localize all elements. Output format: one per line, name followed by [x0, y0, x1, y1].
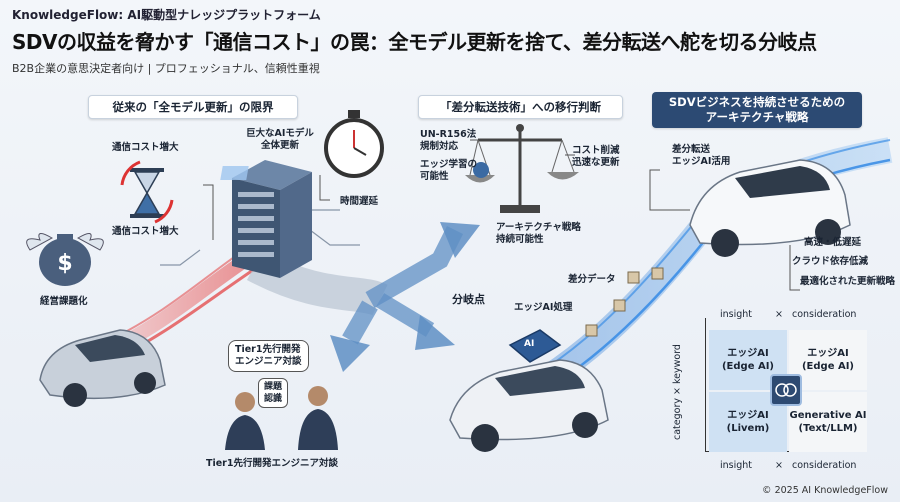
brain-chip-icon: [770, 374, 802, 406]
section-title-left: 従来の「全モデル更新」の限界: [88, 95, 298, 119]
page-subtitle: B2B企業の意思決定者向け | プロフェッショナル、信頼性重視: [12, 62, 320, 75]
matrix-top-axis-x: ×: [775, 309, 783, 320]
branch-point-label: 分岐点: [452, 293, 485, 306]
matrix-grid: エッジAI (Edge AI) エッジAI (Edge AI) エッジAI (L…: [705, 318, 867, 452]
ai-chip-label: AI: [524, 339, 535, 349]
server-icon: [220, 160, 312, 278]
matrix-y-axis-label: category × keyword: [672, 344, 683, 440]
engineers-icon: [225, 386, 338, 450]
optimized-update-label: 最適化された更新戦略: [800, 276, 896, 287]
management-issue-label: 経営課題化: [40, 296, 88, 307]
page-title: SDVの収益を脅かす「通信コスト」の罠：全モデル更新を捨て、差分転送へ舵を切る分…: [12, 30, 817, 54]
fork-arrow-down: [342, 300, 378, 345]
server-label: 巨大なAIモデル 全体更新: [246, 128, 314, 151]
edge-learning-label: エッジ学習の 可能性: [420, 159, 478, 182]
money-bag-icon: $: [26, 233, 104, 286]
cost-cut-label: コスト削減 迅速な更新: [572, 145, 620, 168]
brand-label: KnowledgeFlow: AI駆動型ナレッジプラットフォーム: [12, 8, 321, 22]
diff-data-label: 差分データ: [568, 274, 616, 285]
cloud-less-label: クラウド依存低減: [792, 256, 869, 267]
balance-scale-icon: [465, 124, 579, 213]
delay-label: 時間遅延: [340, 196, 379, 207]
section-title-middle: 「差分転送技術」への移行判断: [418, 95, 623, 119]
svg-text:$: $: [57, 251, 72, 276]
diff-transfer-label: 差分転送 エッジAI活用: [672, 144, 731, 167]
matrix-cell-2: エッジAI (Edge AI): [789, 330, 867, 390]
footer-copyright: © 2025 AI KnowledgeFlow: [762, 485, 888, 496]
car-left-icon: [39, 329, 166, 407]
matrix-cell-4: Generative AI (Text/LLM): [789, 392, 867, 452]
hourglass-icon: [120, 160, 174, 224]
section-title-right-text: SDVビジネスを持続させるための アーキテクチャ戦略: [668, 95, 846, 124]
matrix-top-axis-left: insight: [720, 309, 753, 320]
cost-increase-label-top: 通信コスト増大: [112, 142, 179, 153]
edge-ai-processing-label: エッジAI処理: [514, 302, 573, 313]
cost-increase-label-bottom: 通信コスト増大: [112, 226, 179, 237]
data-cubes: [585, 267, 664, 337]
fast-low-latency-label: 高速・低遅延: [804, 237, 862, 248]
matrix-bottom-axis-x: ×: [775, 460, 783, 471]
fork-arrow-up: [365, 225, 464, 308]
speech-bubble-issue: 課題 認識: [258, 378, 289, 408]
car-right-icon: [689, 159, 851, 257]
car-middle-icon: [449, 329, 609, 452]
un-r156-label: UN-R156法 規制対応: [420, 129, 477, 152]
speech-bubble-talk: Tier1先行開発 エンジニア対談: [228, 340, 309, 372]
matrix-top-axis-right: consideration: [792, 309, 857, 320]
section-title-right: SDVビジネスを持続させるための アーキテクチャ戦略: [652, 92, 862, 128]
arch-strategy-label: アーキテクチャ戦略 持続可能性: [496, 222, 581, 245]
engineers-caption: Tier1先行開発エンジニア対談: [206, 458, 338, 469]
matrix-bottom-axis-left: insight: [720, 460, 753, 471]
stopwatch-icon: [324, 110, 384, 178]
matrix-bottom-axis-right: consideration: [792, 460, 857, 471]
